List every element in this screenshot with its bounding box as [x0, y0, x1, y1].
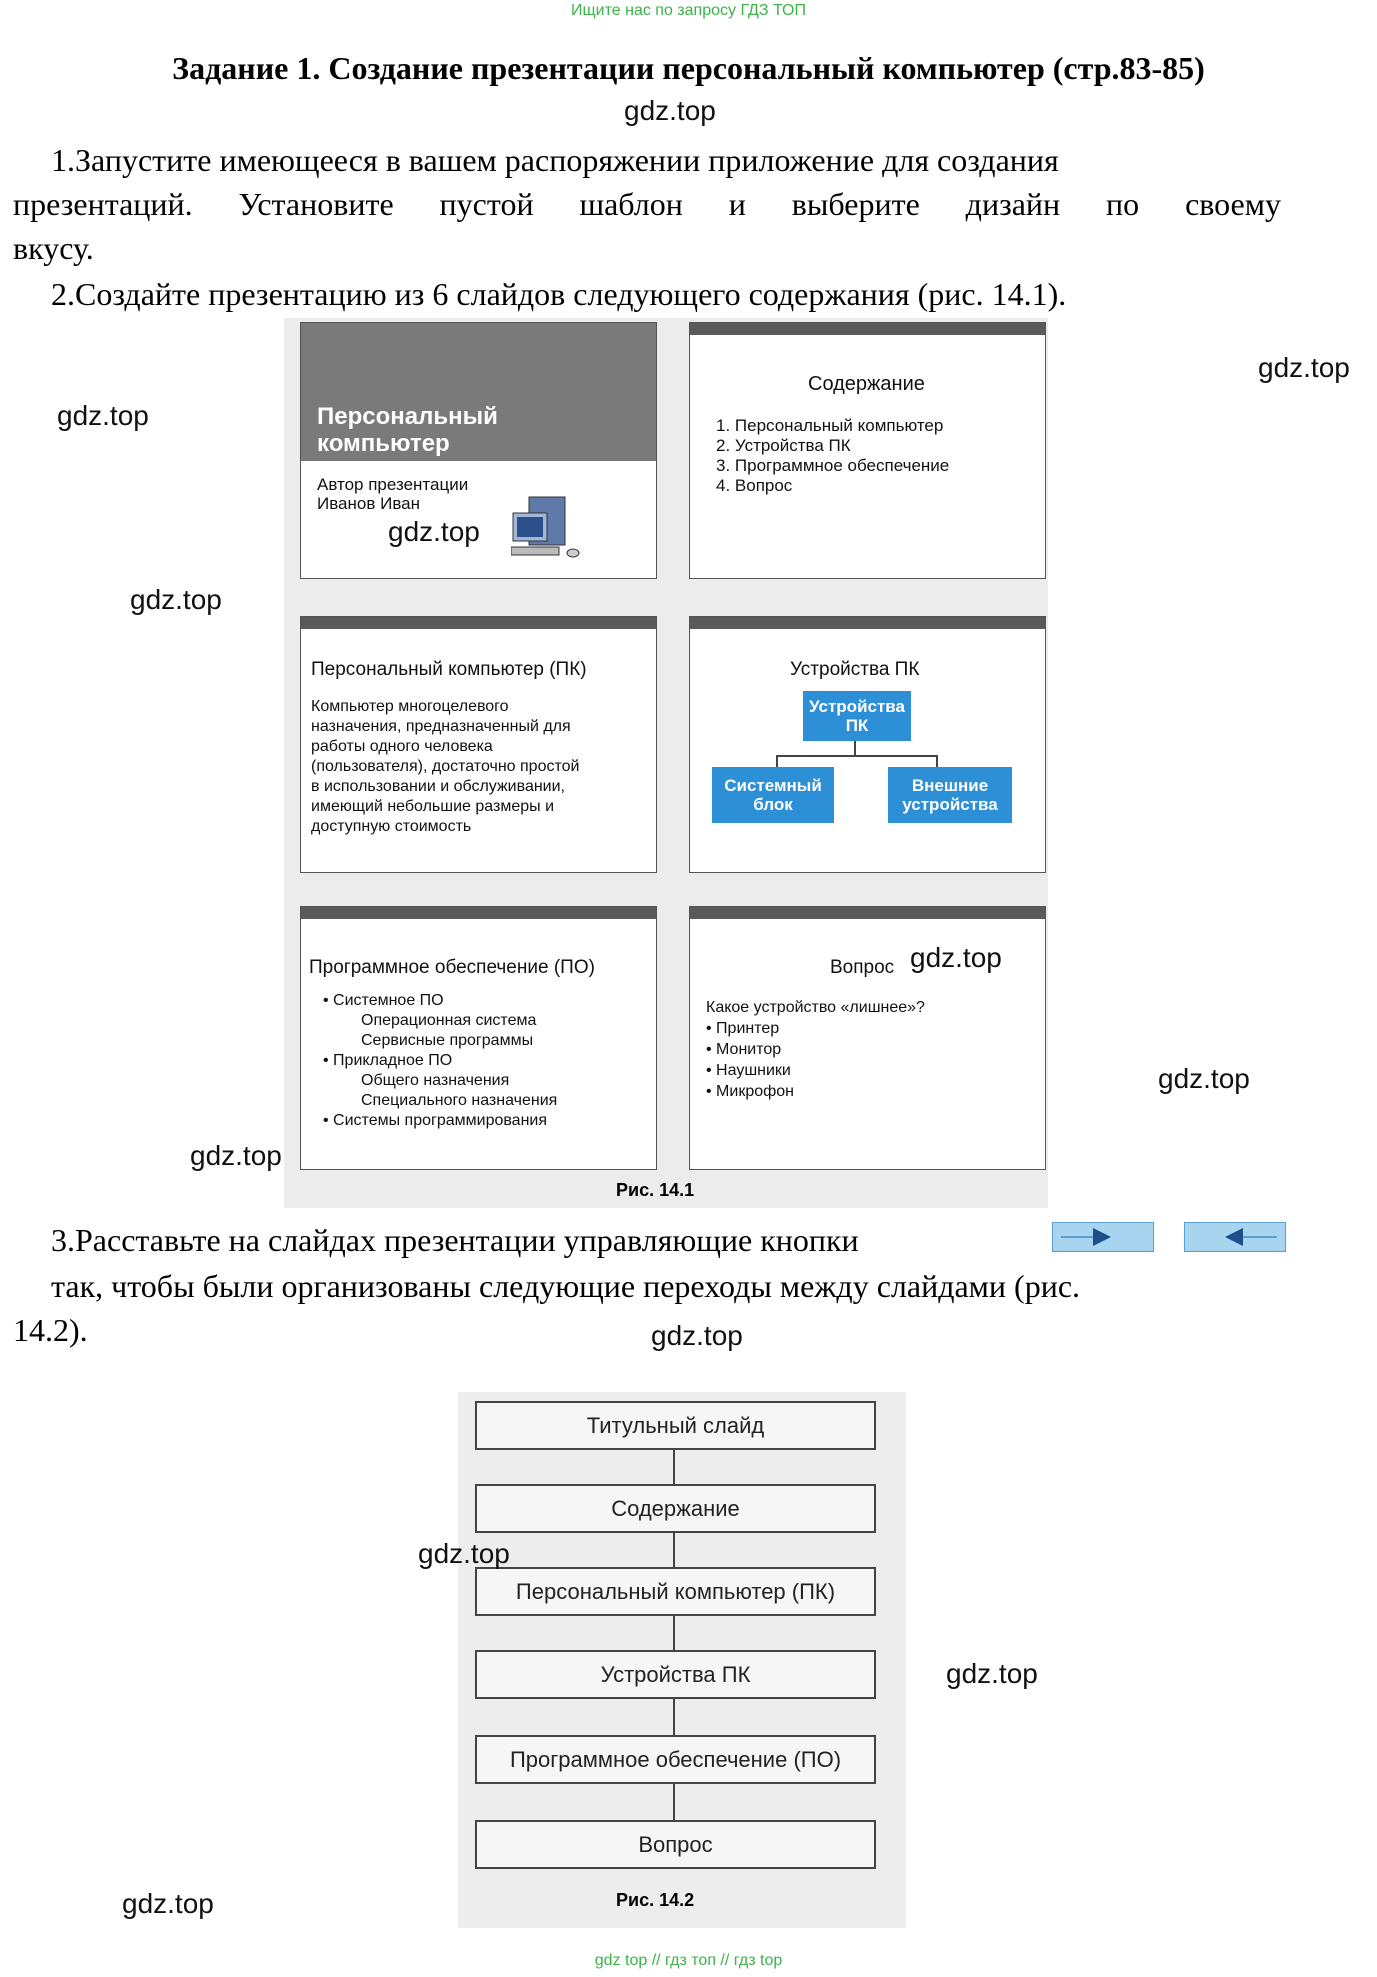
watermark: gdz.top: [190, 1140, 282, 1171]
slide-software-list: • Системное ПО Операционная система Серв…: [323, 991, 557, 1131]
paragraph-1-line-3: вкусу.: [13, 230, 94, 266]
slide-title-header: [301, 323, 656, 461]
question-option: • Микрофон: [706, 1083, 795, 1100]
slide-pc-text: Компьютер многоцелевого назначения, пред…: [311, 697, 579, 837]
figure-14-2-caption: Рис. 14.2: [616, 1890, 695, 1910]
software-subitem: Общего назначения: [361, 1072, 510, 1089]
flow-arrow: [673, 1614, 675, 1650]
slide-software: Программное обеспечение (ПО) • Системное…: [300, 906, 657, 1170]
watermark: gdz.top: [130, 584, 222, 615]
pc-text-line: (пользователя), достаточно простой: [311, 758, 580, 775]
watermark: gdz.top: [418, 1538, 510, 1569]
slide-devices: Устройства ПК Устройства ПК Системный бл…: [689, 616, 1046, 873]
question-text: Какое устройство «лишнее»?: [706, 999, 925, 1016]
figure-14-1-caption: Рис. 14.1: [616, 1180, 695, 1200]
slide-title-heading-line-2: компьютер: [317, 430, 450, 457]
paragraph-1-line-1: 1.Запустите имеющееся в вашем распоряжен…: [51, 142, 1059, 178]
figure-14-2: Титульный слайд Содержание Персональный …: [458, 1392, 906, 1928]
software-subitem: Сервисные программы: [361, 1032, 534, 1049]
connector: [854, 741, 856, 755]
flow-box: Содержание: [475, 1484, 876, 1533]
pc-text-line: назначения, предназначенный для: [311, 718, 571, 735]
flow-box: Устройства ПК: [475, 1650, 876, 1699]
author-line-1: Автор презентации: [317, 475, 469, 494]
box-devices-pc: Устройства ПК: [803, 691, 911, 741]
question-option: • Наушники: [706, 1062, 791, 1079]
paragraph-2: 2.Создайте презентацию из 6 слайдов след…: [51, 276, 1067, 312]
connector: [936, 755, 938, 767]
slide-title-heading-line-1: Персональный: [317, 403, 498, 430]
watermark: gdz.top: [624, 95, 716, 126]
slide-title-heading: Персональный компьютер: [317, 403, 498, 457]
slide-bar: [301, 617, 656, 629]
slide-software-title: Программное обеспечение (ПО): [309, 957, 595, 978]
footer-links[interactable]: gdz top // гдз топ // гдз top: [594, 1952, 783, 1969]
box-system-unit: Системный блок: [712, 767, 834, 823]
watermark: gdz.top: [122, 1888, 214, 1919]
slide-pc-title: Персональный компьютер (ПК): [311, 659, 587, 680]
software-item: • Системное ПО: [323, 992, 444, 1009]
flow-box: Титульный слайд: [475, 1401, 876, 1450]
watermark: gdz.top: [388, 516, 480, 547]
software-item: • Системы программирования: [323, 1112, 548, 1129]
slide-title-author: Автор презентации Иванов Иван: [317, 475, 468, 513]
slide-contents: Содержание 1. Персональный компьютер 2. …: [689, 322, 1046, 579]
slide-question-body: Какое устройство «лишнее»? • Принтер • М…: [706, 997, 925, 1102]
slide-pc: Персональный компьютер (ПК) Компьютер мн…: [300, 616, 657, 873]
contents-item: 3. Программное обеспечение: [716, 456, 950, 475]
connector: [776, 755, 778, 767]
slide-contents-title: Содержание: [808, 373, 925, 395]
question-option: • Монитор: [706, 1041, 782, 1058]
contents-item: 1. Персональный компьютер: [716, 416, 944, 435]
slide-contents-list: 1. Персональный компьютер 2. Устройства …: [716, 416, 949, 496]
slide-question: Вопрос Какое устройство «лишнее»? • Прин…: [689, 906, 1046, 1170]
figure-14-1: Персональный компьютер Автор презентации…: [284, 318, 1048, 1208]
flow-box: Вопрос: [475, 1820, 876, 1869]
flow-arrow: [673, 1531, 675, 1567]
flow-box: Программное обеспечение (ПО): [475, 1735, 876, 1784]
software-subitem: Специального назначения: [361, 1092, 558, 1109]
author-line-2: Иванов Иван: [317, 494, 421, 513]
slide-bar: [690, 907, 1045, 919]
watermark: gdz.top: [946, 1658, 1038, 1689]
watermark: gdz.top: [1258, 352, 1350, 383]
slide-bar: [690, 323, 1045, 335]
pc-text-line: имеющий небольшие размеры и: [311, 798, 555, 815]
watermark: gdz.top: [910, 942, 1002, 973]
next-button-icon: [1052, 1222, 1154, 1252]
slide-question-title: Вопрос: [830, 957, 895, 978]
contents-item: 4. Вопрос: [716, 476, 793, 495]
pc-text-line: работы одного человека: [311, 738, 493, 755]
slide-bar: [690, 617, 1045, 629]
flow-arrow: [673, 1782, 675, 1820]
flow-arrow: [673, 1697, 675, 1735]
software-subitem: Операционная система: [361, 1012, 537, 1029]
software-item: • Прикладное ПО: [323, 1052, 453, 1069]
slide-devices-title: Устройства ПК: [790, 659, 920, 680]
question-option: • Принтер: [706, 1020, 780, 1037]
slide-bar: [301, 907, 656, 919]
pc-text-line: в использовании и обслуживании,: [311, 778, 565, 795]
prev-button-icon: [1184, 1222, 1286, 1252]
paragraph-3-line-3: 14.2).: [13, 1312, 88, 1348]
pc-text-line: Компьютер многоцелевого: [311, 698, 509, 715]
pc-text-line: доступную стоимость: [311, 818, 472, 835]
computer-icon: [510, 495, 580, 558]
search-banner[interactable]: Ищите нас по запросу ГДЗ ТОП: [571, 2, 806, 19]
box-external-devices: Внешние устройства: [888, 767, 1012, 823]
watermark: gdz.top: [57, 400, 149, 431]
contents-item: 2. Устройства ПК: [716, 436, 851, 455]
connector: [776, 755, 936, 757]
task-title: Задание 1. Создание презентации персонал…: [172, 50, 1205, 86]
flow-box: Персональный компьютер (ПК): [475, 1567, 876, 1616]
paragraph-3-line-2: так, чтобы были организованы следующие п…: [51, 1268, 1081, 1304]
watermark: gdz.top: [651, 1320, 743, 1351]
paragraph-3-line-1: 3.Расставьте на слайдах презентации упра…: [51, 1222, 859, 1258]
slide-title: Персональный компьютер Автор презентации…: [300, 322, 657, 579]
flow-arrow: [673, 1448, 675, 1484]
watermark: gdz.top: [1158, 1063, 1250, 1094]
paragraph-1-line-2: презентаций. Установите пустой шаблон и …: [13, 186, 1281, 222]
